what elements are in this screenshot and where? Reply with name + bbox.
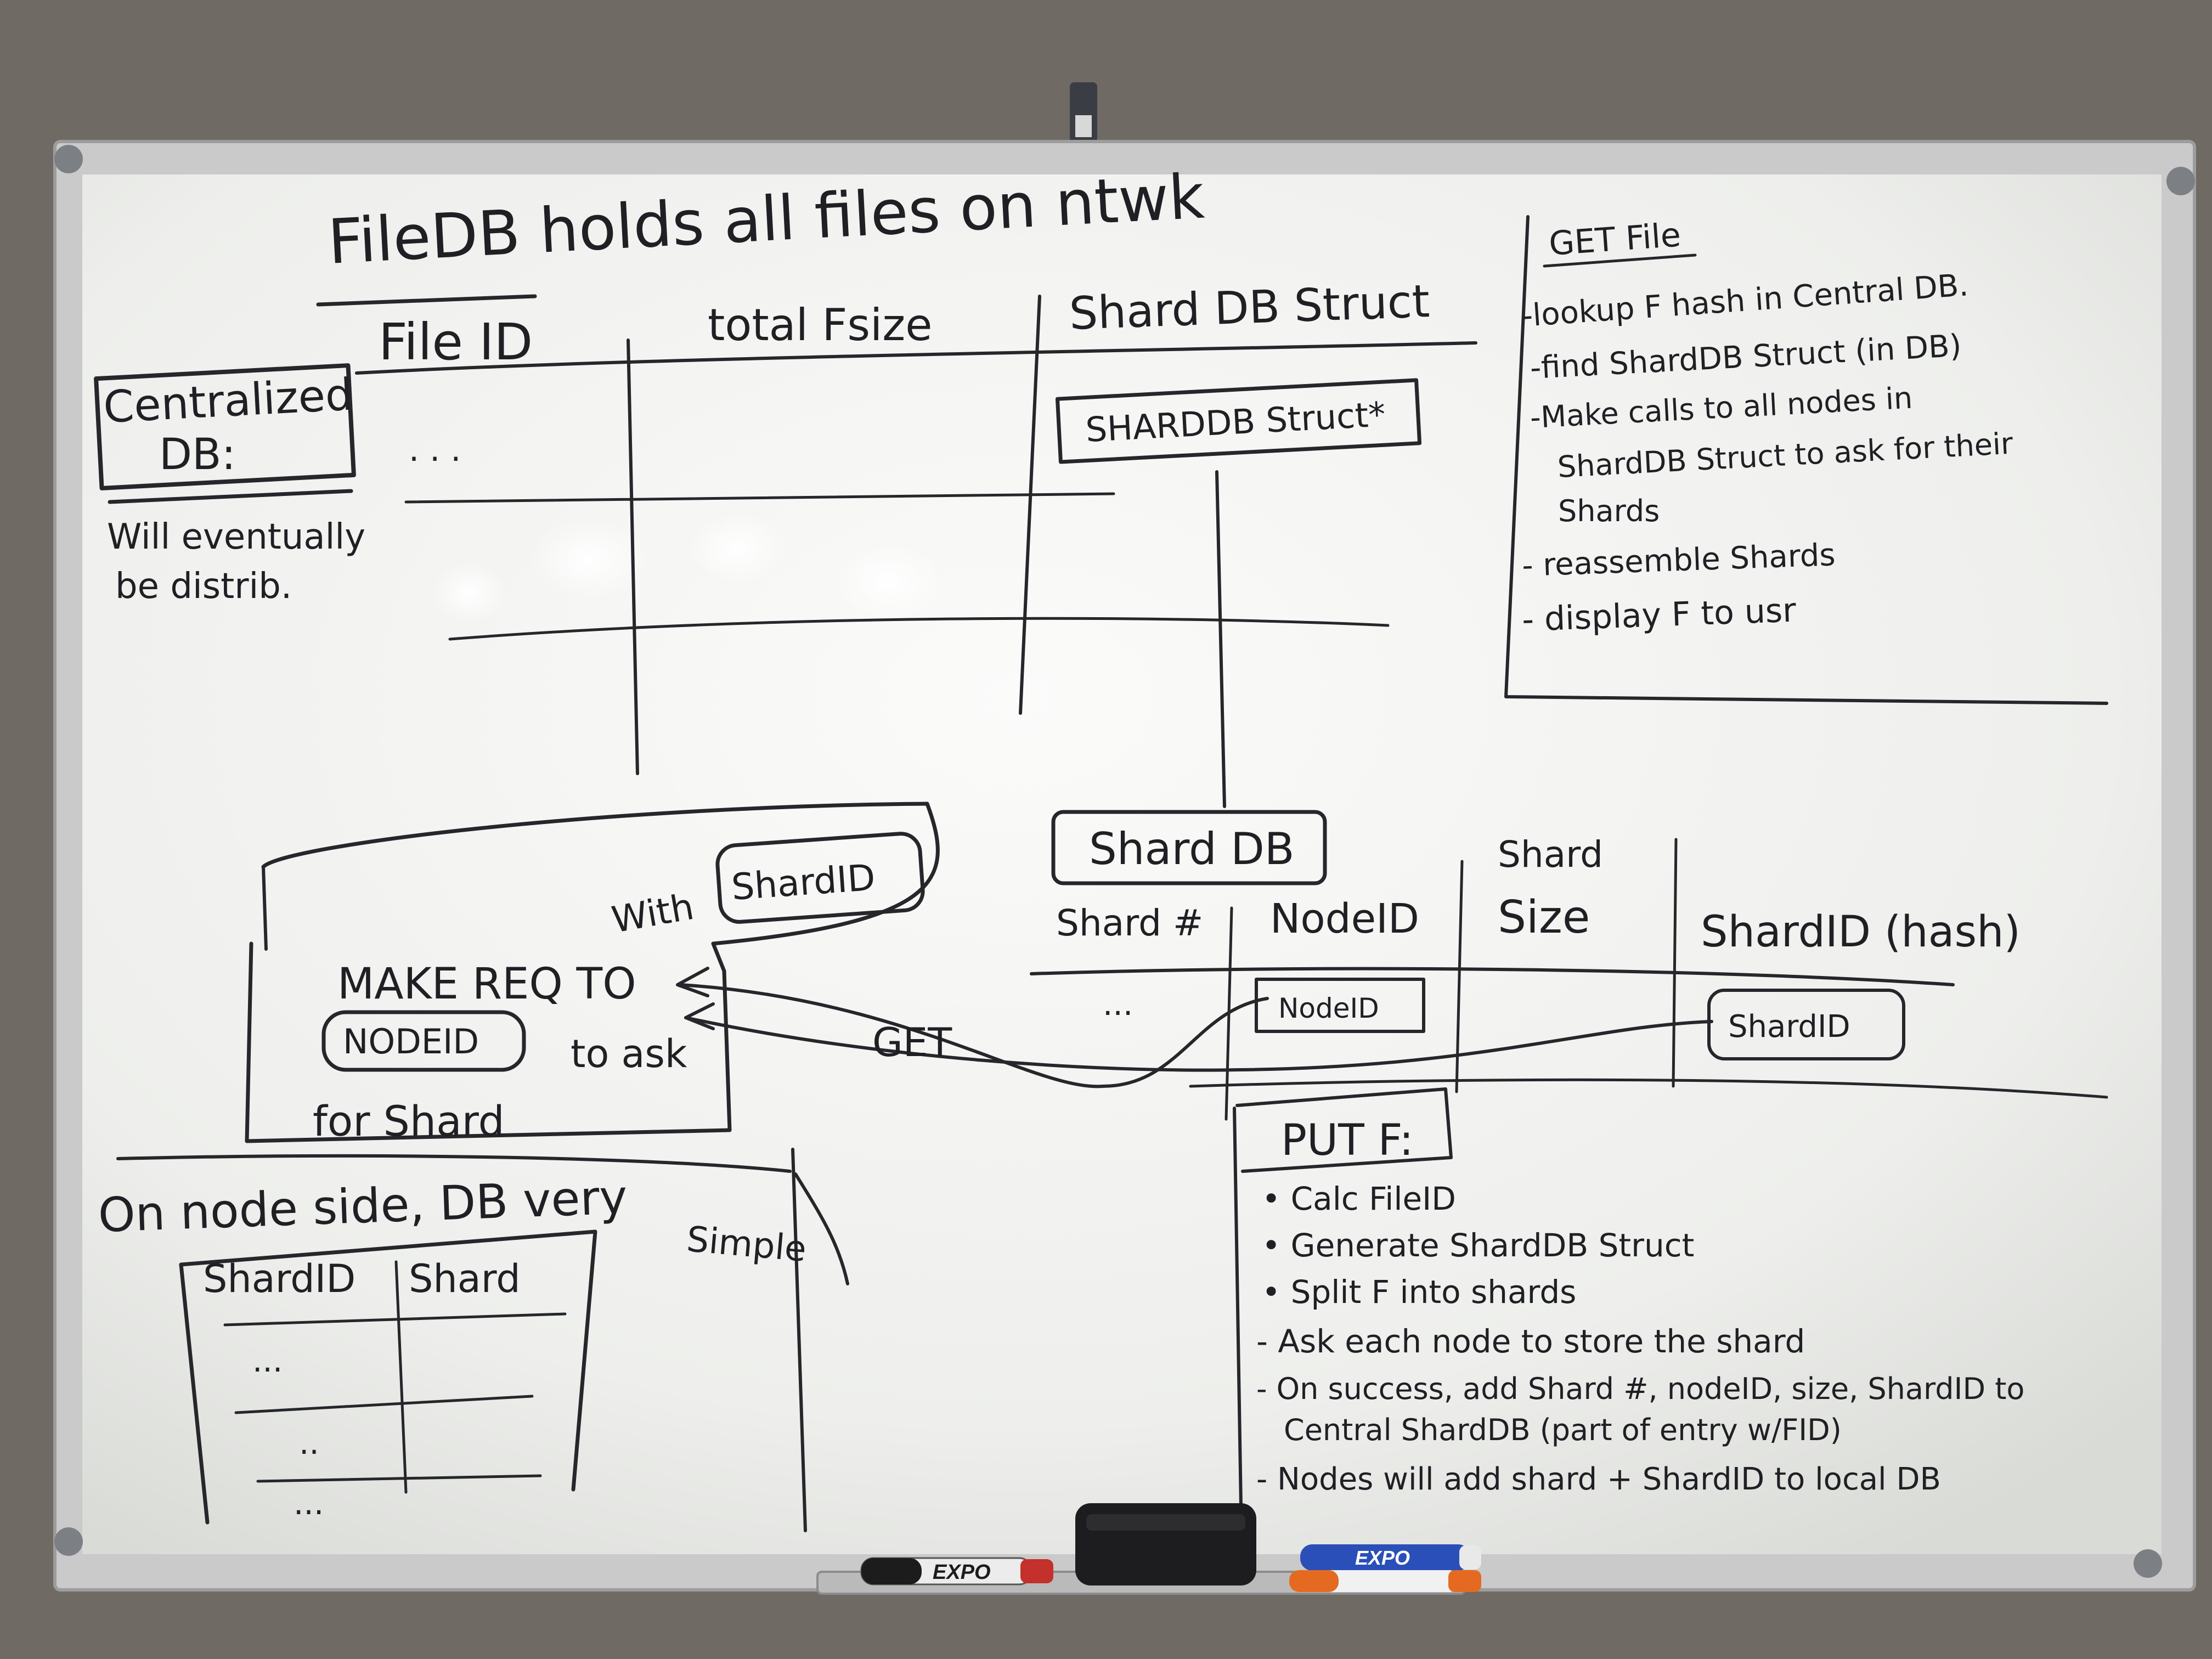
eraser bbox=[1075, 1503, 1256, 1585]
node-table-row: ... bbox=[252, 1342, 283, 1379]
get-arrowhead bbox=[676, 967, 709, 997]
node-side: On node side, DB very Simple ShardID Sha… bbox=[97, 1148, 849, 1532]
centralized-db-box bbox=[94, 363, 356, 490]
put-file-title: PUT F: bbox=[1281, 1116, 1414, 1165]
node-table-row: ... bbox=[294, 1485, 324, 1522]
eventually-note-line1: Will eventually bbox=[107, 517, 365, 557]
request-nodeid-text: NODEID bbox=[343, 1022, 479, 1062]
marker-brand: EXPO bbox=[933, 1561, 991, 1584]
table-line bbox=[448, 617, 1390, 641]
get-arrow bbox=[684, 1016, 1713, 1072]
table-line bbox=[1189, 1078, 2108, 1099]
shard-db-node-cell: NodeID bbox=[1278, 992, 1379, 1024]
get-arrowhead bbox=[684, 1002, 715, 1030]
shard-db-shard-cell: ShardID bbox=[1728, 1009, 1850, 1045]
board-surface bbox=[82, 174, 2162, 1554]
table-line bbox=[627, 338, 639, 775]
frame-corner bbox=[54, 1527, 83, 1556]
put-file-step: - Ask each node to store the shard bbox=[1256, 1323, 1805, 1360]
node-table-row: .. bbox=[299, 1424, 319, 1462]
shard-db-node-cell-box bbox=[1255, 978, 1425, 1033]
frame-corner bbox=[2134, 1549, 2162, 1578]
frame-corner bbox=[54, 145, 83, 173]
request-nodeid-tag bbox=[321, 1010, 526, 1072]
connector-line bbox=[1215, 470, 1226, 808]
shard-db-table: Shard DB Shard # NodeID Shard Size Shard… bbox=[1030, 810, 2108, 1121]
marker-blue: EXPO bbox=[1300, 1544, 1481, 1571]
shard-db-header: ShardID (hash) bbox=[1701, 907, 2021, 957]
table-line bbox=[223, 1312, 567, 1327]
request-box-outline bbox=[262, 865, 268, 951]
table-line bbox=[1455, 860, 1464, 1093]
put-file-border bbox=[1233, 1107, 1243, 1508]
shard-db-header: Shard # bbox=[1056, 902, 1203, 944]
shard-db-placeholder: ... bbox=[1103, 985, 1133, 1023]
shard-db-header: NodeID bbox=[1270, 895, 1419, 943]
request-box: With ShardID MAKE REQ TO NODEID to ask f… bbox=[245, 802, 940, 1146]
request-shardid-tag bbox=[715, 832, 925, 924]
table-line bbox=[1030, 967, 1955, 986]
eventually-note-line2: be distrib. bbox=[115, 566, 292, 607]
table-line bbox=[404, 492, 1115, 504]
put-file-step: • Generate ShardDB Struct bbox=[1262, 1227, 1694, 1264]
divider-line bbox=[791, 1148, 807, 1532]
table-line bbox=[234, 1395, 534, 1414]
light-glare bbox=[431, 513, 944, 623]
request-to-ask: to ask bbox=[571, 1031, 687, 1076]
divider-line bbox=[116, 1154, 792, 1173]
frame-corner bbox=[2166, 167, 2195, 195]
file-table-header: Shard DB Struct bbox=[1068, 275, 1430, 340]
table-line bbox=[1019, 295, 1041, 715]
get-arrow bbox=[679, 983, 1269, 1088]
table-line bbox=[1672, 838, 1678, 1088]
put-file-step: - Nodes will add shard + ShardID to loca… bbox=[1256, 1462, 1941, 1497]
node-table-header: ShardID bbox=[203, 1256, 356, 1301]
get-arrows: GET bbox=[676, 967, 1713, 1088]
get-file-border bbox=[1504, 215, 2108, 705]
request-make-req: MAKE REQ TO bbox=[337, 960, 636, 1009]
put-file-step: • Calc FileID bbox=[1262, 1180, 1456, 1217]
request-shardid-text: ShardID bbox=[730, 856, 877, 909]
get-file-underline bbox=[1543, 253, 1697, 268]
title-underline bbox=[316, 294, 537, 307]
centralized-db-underline bbox=[108, 489, 353, 504]
shard-db-shard-cell-box bbox=[1707, 989, 1905, 1060]
board-clip bbox=[1070, 82, 1097, 143]
put-file-notes: PUT F: • Calc FileID • Generate ShardDB … bbox=[1233, 1087, 2024, 1508]
file-table-placeholder: . . . bbox=[409, 431, 461, 469]
get-file-step: - display F to usr bbox=[1521, 591, 1797, 639]
shard-db-title: Shard DB bbox=[1089, 823, 1295, 874]
table-line bbox=[256, 1474, 542, 1483]
node-table-outline bbox=[179, 1229, 597, 1525]
table-line bbox=[355, 341, 1477, 375]
marker-tray: EXPO EXPO bbox=[816, 1503, 1481, 1595]
put-file-step: • Split F into shards bbox=[1262, 1273, 1576, 1311]
get-label: GET bbox=[872, 1019, 952, 1065]
file-table: File ID total Fsize Shard DB Struct . . … bbox=[355, 275, 1477, 808]
table-line bbox=[394, 1260, 408, 1494]
put-file-step: Central ShardDB (part of entry w/FID) bbox=[1284, 1413, 1842, 1447]
request-box-outline bbox=[245, 802, 940, 1143]
marker-black: EXPO bbox=[860, 1557, 1053, 1585]
struct-cell-box bbox=[1055, 378, 1422, 464]
marker-brand: EXPO bbox=[1355, 1547, 1410, 1569]
put-file-title-box bbox=[1235, 1087, 1453, 1173]
get-file-step: Shards bbox=[1558, 494, 1660, 528]
shard-db-title-box bbox=[1051, 810, 1327, 885]
file-table-header: File ID bbox=[379, 313, 533, 371]
request-for-shard: for Shard bbox=[313, 1097, 505, 1146]
node-table-header: Shard bbox=[409, 1256, 521, 1301]
centralized-db-line2: DB: bbox=[159, 430, 236, 479]
get-file-title: GET File bbox=[1548, 216, 1682, 263]
put-file-step: - On success, add Shard #, nodeID, size,… bbox=[1256, 1372, 2024, 1406]
shard-db-header: Shard bbox=[1498, 833, 1603, 876]
shard-db-header: Size bbox=[1498, 891, 1590, 944]
file-table-header: total Fsize bbox=[708, 300, 933, 351]
marker-orange bbox=[1289, 1570, 1481, 1592]
divider-line bbox=[794, 1172, 849, 1285]
